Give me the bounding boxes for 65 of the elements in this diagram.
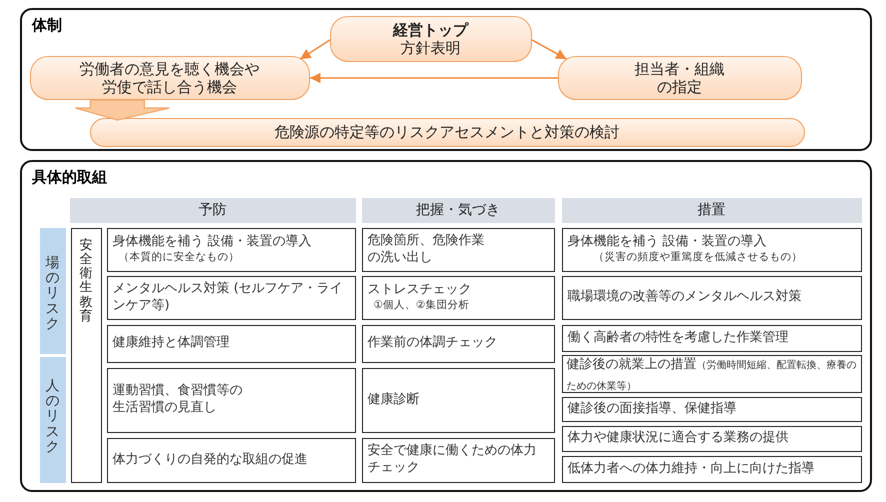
rounded-box xyxy=(30,56,310,100)
table-box xyxy=(562,426,862,452)
column-header xyxy=(70,198,356,222)
table-box xyxy=(362,368,554,432)
column-header xyxy=(562,198,862,222)
cell-text: 職場環境の改善等のメンタルヘルス対策 xyxy=(568,289,802,306)
cell-text: 体力づくりの自発的な取組の促進 xyxy=(112,452,308,468)
arrow xyxy=(300,39,330,60)
column-heading: 措置 xyxy=(698,200,726,220)
cell-text: 体力や健康状況に適合する業務の提供 xyxy=(568,430,790,447)
cell-text: 健診後の面接指導、保健指導 xyxy=(568,400,738,418)
box-text: 危険源の特定等のリスクアセスメントと対策の検討 xyxy=(274,123,620,141)
column-heading: 予防 xyxy=(198,200,226,220)
table-box xyxy=(362,438,554,482)
table-box xyxy=(362,324,554,362)
row-label: 場のリスク xyxy=(46,256,60,334)
section-panel xyxy=(20,8,872,151)
table-box xyxy=(106,228,356,272)
panel-title: 体制 xyxy=(32,15,62,36)
cell-text: ストレスチェック xyxy=(368,282,472,300)
rounded-box xyxy=(330,16,532,62)
cell-subtext: （災害の頻度や重篤度を低減させるもの） xyxy=(592,251,804,265)
arrow xyxy=(310,72,558,84)
box-heading: 経営トップ xyxy=(393,20,468,38)
cell-text: 安全で健康に働くための体力チェック xyxy=(368,443,538,477)
table-box xyxy=(562,324,862,352)
rounded-box xyxy=(90,118,804,146)
box-text: 方針表明 xyxy=(400,38,460,56)
risk-band xyxy=(40,228,66,354)
cell-text: 健康診断 xyxy=(368,392,420,408)
table-box xyxy=(562,396,862,422)
cell-subtext: ①個人、②集団分析 xyxy=(372,299,470,313)
risk-band xyxy=(40,356,66,482)
table-box xyxy=(106,438,356,482)
table-box xyxy=(106,368,356,432)
table-box xyxy=(362,276,554,320)
table-box xyxy=(562,276,862,320)
table-box xyxy=(106,276,356,320)
box-text: 労働者の意見を聴く機会や労使で話し合う機会 xyxy=(78,60,260,96)
arrow xyxy=(532,39,567,60)
table-box xyxy=(362,228,554,272)
cell-text: 身体機能を補う 設備・装置の導入 xyxy=(112,234,313,251)
table-box xyxy=(562,456,862,482)
row-label: 人のリスク xyxy=(46,378,60,458)
cell-text: 危険箇所、危険作業の洗い出し xyxy=(368,232,486,266)
table-box xyxy=(562,228,862,272)
label-box xyxy=(70,228,102,482)
box-text: 担当者・組織の指定 xyxy=(634,60,726,96)
cell-text: メンタルヘルス対策 (セルフケア・ラインケア等) xyxy=(112,280,344,314)
vertical-label: 安全衛生教育 xyxy=(80,238,92,324)
cell-subtext: （本質的に安全なもの） xyxy=(118,251,240,265)
cell-text: 作業前の体調チェック xyxy=(368,335,498,352)
cell-text: 健診後の就業上の措置（労働時間短縮、配置転換、療養のための休業等） xyxy=(566,356,856,394)
rounded-box xyxy=(558,56,802,100)
cell-text: 健康維持と体調管理 xyxy=(112,335,230,352)
section-panel xyxy=(20,160,872,492)
cell-text: 低体力者への体力維持・向上に向けた指導 xyxy=(568,460,816,478)
table-box xyxy=(106,324,356,362)
column-heading: 把握・気づき xyxy=(416,200,500,220)
panel-title: 具体的取組 xyxy=(32,167,107,188)
cell-text: 運動習慣、食習慣等の生活習慣の見直し xyxy=(112,383,244,417)
cell-text: 身体機能を補う 設備・装置の導入 xyxy=(568,234,768,251)
cell-text: 働く高齢者の特性を考慮した作業管理 xyxy=(568,330,790,346)
column-header xyxy=(362,198,554,222)
block-arrow xyxy=(74,99,170,121)
